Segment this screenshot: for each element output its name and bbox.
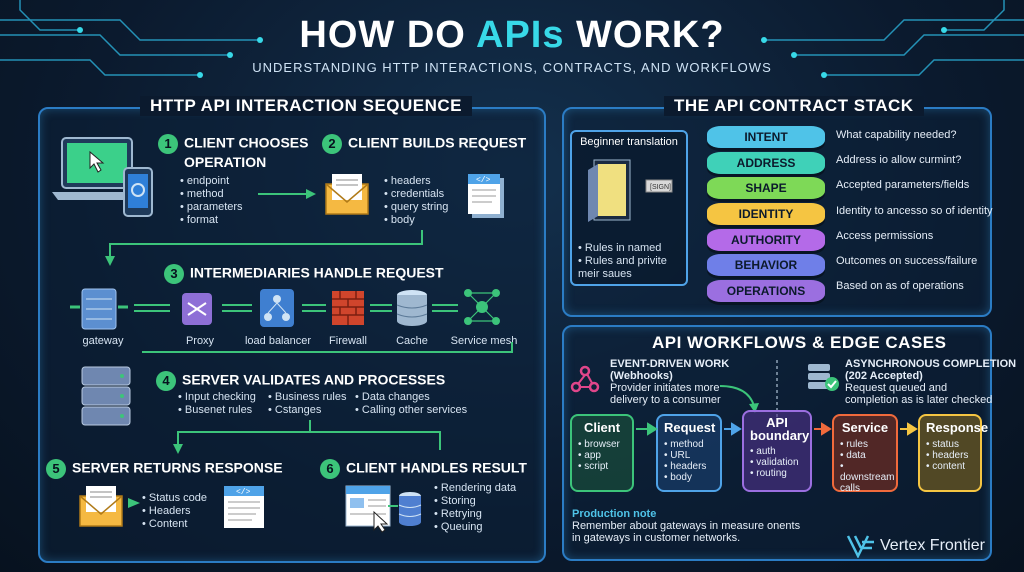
http-sequence-title: HTTP API INTERACTION SEQUENCE	[140, 96, 473, 116]
async-sub: (202 Accepted)	[845, 370, 923, 382]
code-document-icon: </>	[468, 174, 504, 218]
step-5-bullets: Status codeHeadersContent	[142, 492, 207, 531]
workflow-request-box: Request methodURLheadersbody	[656, 414, 722, 492]
workflows-title: API WORKFLOWS & EDGE CASES	[652, 333, 947, 352]
stack-desc-operations: Based on as of operations	[836, 280, 964, 292]
intermediary-proxy-label: Proxy	[185, 335, 215, 347]
stack-layer-behavior: BEHAVIOR	[707, 254, 825, 276]
brand-logo-icon	[846, 535, 874, 558]
contract-stack-title: THE API CONTRACT STACK	[664, 96, 924, 116]
step-4-bullets-col3: Data changesCalling other services	[355, 391, 467, 417]
async-title: ASYNCHRONOUS COMPLETION	[845, 358, 1017, 370]
arrow-webhook-to-boundary	[719, 385, 759, 413]
intermediaries-row	[70, 288, 500, 330]
stack-layer-operations: OPERATIONS	[707, 280, 825, 302]
stack-layer-address: ADDRESS	[707, 152, 825, 174]
laptop-phone-icon	[52, 137, 153, 217]
page-subtitle: UNDERSTANDING HTTP INTERACTIONS, CONTRAC…	[252, 60, 772, 75]
webhook-icon	[570, 365, 600, 393]
step-4-bullets-col2: Business rulesCstanges	[268, 391, 347, 417]
stack-layer-shape: SHAPE	[707, 177, 825, 199]
arrow-envelope-to-status	[128, 498, 140, 508]
stack-desc-behavior: Outcomes on success/failure	[836, 255, 978, 267]
stack-desc-authority: Access permissions	[836, 230, 934, 242]
intermediary-load-balancer-label: load balancer	[244, 335, 312, 347]
service-mesh-icon	[464, 289, 500, 325]
stack-desc-address: Address io allow curmint?	[836, 154, 962, 166]
workflow-client-box: Client browserappscript	[570, 414, 634, 492]
page-title: HOW DO APIs WORK?	[299, 14, 725, 56]
stack-desc-intent: What capability needed?	[836, 129, 957, 141]
beginner-translation-box: Beginner translation [SIGN] Rules in nam…	[570, 130, 688, 286]
step-2-bullets: headerscredentialsquery stringbody	[384, 175, 448, 227]
envelope-icon	[325, 174, 369, 215]
browser-database-icon	[345, 485, 422, 533]
brand-name: Vertex Frontier	[880, 537, 985, 554]
queue-check-icon	[808, 364, 839, 391]
arrow-step4-to-step5	[173, 420, 311, 454]
workflow-api-boundary-box: API boundary authvalidationrouting	[742, 410, 812, 492]
async-block: ASYNCHRONOUS COMPLETION (202 Accepted) R…	[845, 358, 1017, 406]
workflow-service-box: Service rulesdatadownstream calls	[832, 414, 898, 494]
svg-text:</>: </>	[476, 176, 491, 185]
circuit-decoration-right	[761, 0, 1024, 78]
stack-desc-shape: Accepted parameters/fields	[836, 179, 970, 191]
event-driven-sub: (Webhooks)	[610, 370, 673, 382]
circuit-decoration-left	[0, 0, 263, 78]
arrow-step4-to-step6	[310, 431, 441, 450]
step-4-bullets-col1: Input checkingBusenet rules	[178, 391, 256, 417]
arrow-step3-to-step4	[142, 342, 513, 353]
open-door-icon: [SIGN]	[588, 159, 673, 222]
production-note-title: Production note	[572, 508, 657, 520]
stack-layer-identity: IDENTITY	[707, 203, 825, 225]
step-1-bullets: endpointmethodparametersformat	[180, 175, 243, 227]
arrow-step1-to-step2	[258, 189, 316, 199]
server-icon	[81, 366, 131, 426]
intermediary-firewall-label: Firewall	[329, 335, 367, 347]
beginner-translation-title: Beginner translation	[580, 136, 678, 148]
response-code-icon: </>	[224, 486, 264, 528]
svg-text:</>: </>	[236, 488, 251, 497]
arrow-step2-to-step3	[105, 230, 423, 266]
stack-layer-authority: AUTHORITY	[707, 229, 825, 251]
event-driven-block: EVENT-DRIVEN WORK (Webhooks) Provider in…	[610, 358, 730, 406]
cache-icon	[396, 290, 428, 326]
stack-layer-intent: INTENT	[707, 126, 825, 148]
response-envelope-icon	[79, 486, 123, 527]
beginner-translation-bullets: Rules in namedRules and privite meir sau…	[578, 242, 682, 281]
proxy-icon	[182, 293, 212, 325]
firewall-icon	[332, 291, 364, 325]
stack-desc-identity: Identity to ancesso so of identity	[836, 205, 993, 217]
event-driven-title: EVENT-DRIVEN WORK	[610, 358, 730, 370]
step-6-bullets: Rendering dataStoringRetryingQueuing	[434, 482, 516, 534]
dashed-divider	[776, 360, 778, 418]
production-note: Production note Remember about gateways …	[572, 508, 801, 544]
load-balancer-icon	[260, 289, 294, 327]
intermediary-gateway-label: gateway	[82, 335, 124, 347]
gateway-icon	[81, 288, 117, 330]
intermediary-service-mesh-label: Service mesh	[450, 335, 518, 347]
sign-text: [SIGN]	[650, 184, 671, 191]
workflow-response-box: Response statusheaderscontent	[918, 414, 988, 492]
intermediary-cache-label: Cache	[396, 335, 428, 347]
workflow-arrows	[636, 422, 918, 436]
